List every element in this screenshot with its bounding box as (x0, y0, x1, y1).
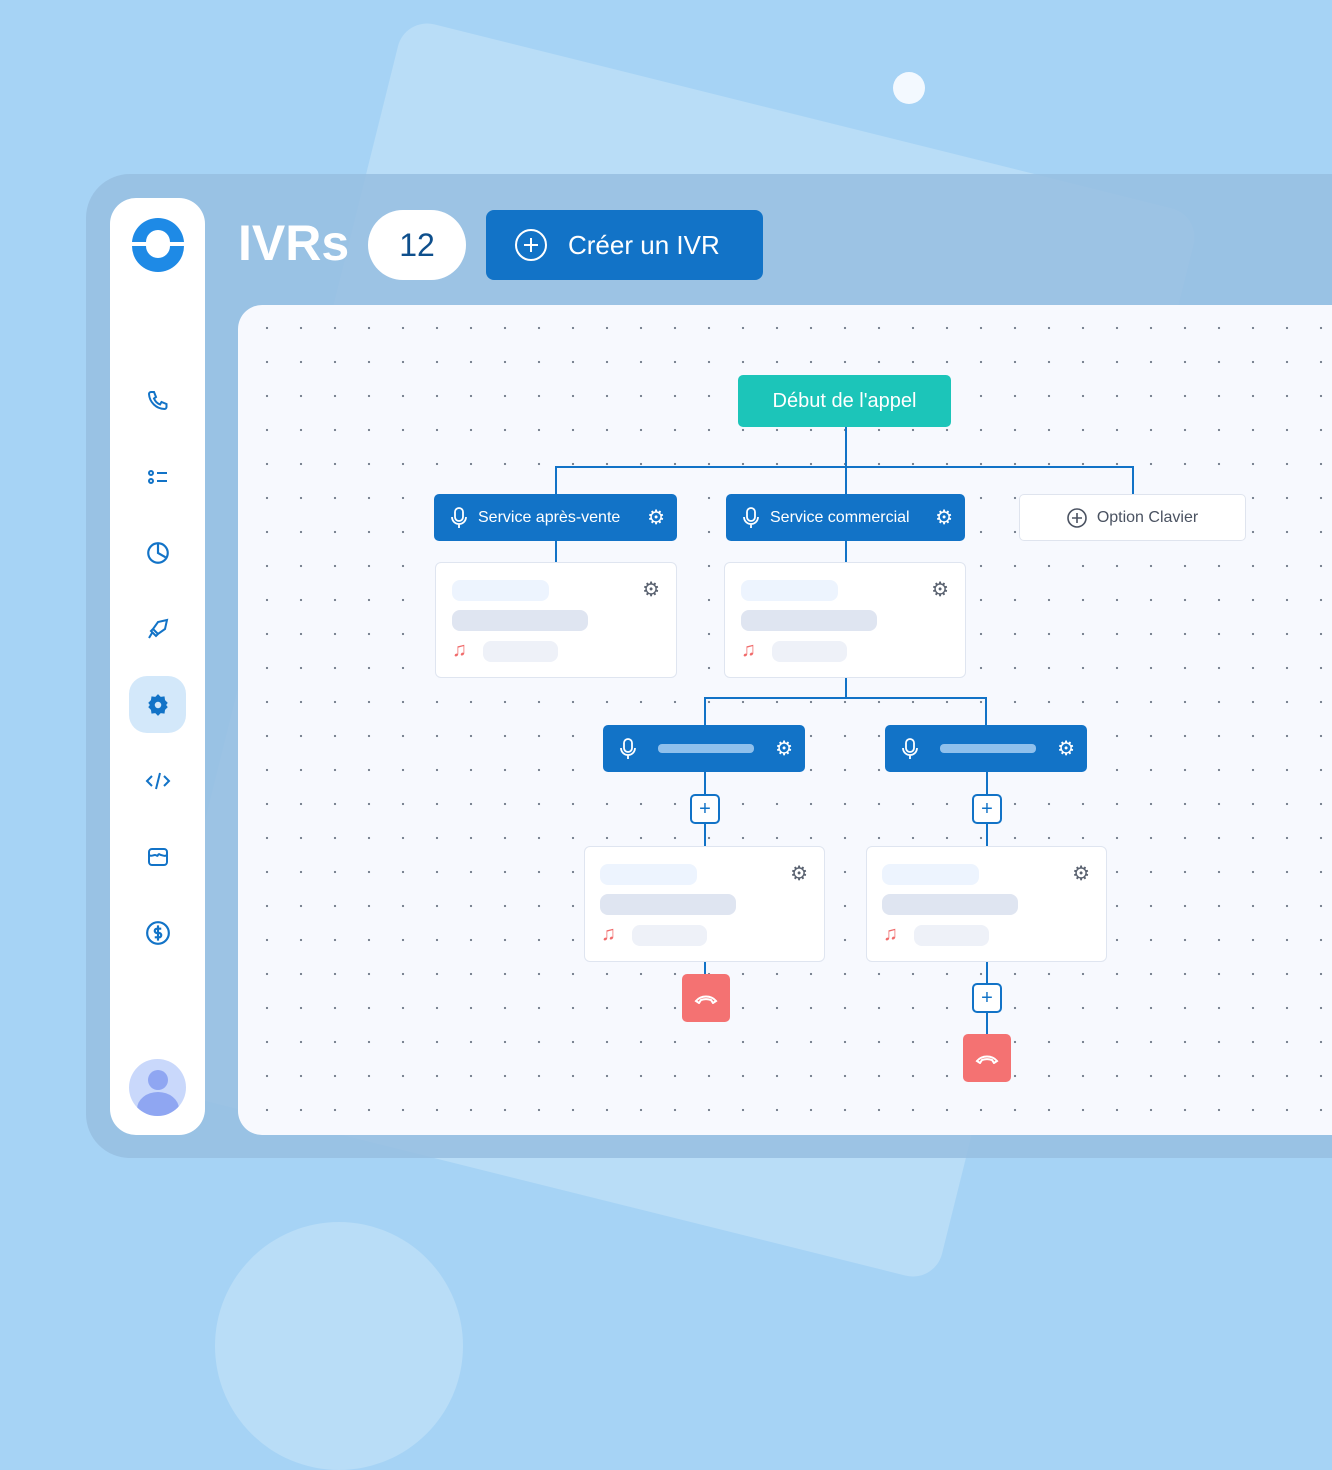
music-icon: ♫ (452, 639, 467, 661)
avatar[interactable] (129, 1059, 186, 1116)
code-icon (145, 772, 170, 789)
create-ivr-button[interactable]: Créer un IVR (486, 210, 763, 280)
option-label: Option Clavier (1096, 508, 1199, 526)
start-node[interactable]: Début de l'appel (738, 375, 951, 427)
sidebar-item-developer[interactable] (129, 752, 186, 809)
add-step-button[interactable]: + (972, 794, 1002, 824)
music-icon: ♫ (883, 923, 898, 945)
sidebar (110, 198, 205, 1135)
microphone-icon (902, 737, 918, 759)
message-card[interactable]: ♫ ⚙ (724, 562, 966, 678)
menu-node-after-sales[interactable]: Service après-vente ⚙ (434, 494, 677, 541)
gear-icon[interactable]: ⚙ (935, 507, 953, 529)
microphone-icon (743, 506, 759, 528)
node-label: Service commercial (770, 508, 910, 526)
create-ivr-label: Créer un IVR (568, 229, 720, 260)
gear-icon (147, 693, 168, 716)
dollar-icon (145, 920, 170, 945)
hangup-node[interactable] (963, 1034, 1011, 1082)
menu-node-sales[interactable]: Service commercial ⚙ (726, 494, 965, 541)
hangup-icon (694, 995, 718, 1004)
add-step-button[interactable]: + (972, 983, 1002, 1013)
message-card[interactable]: ♫ ⚙ (584, 846, 825, 962)
sidebar-item-billing[interactable] (129, 904, 186, 961)
gear-icon[interactable]: ⚙ (790, 863, 808, 885)
hangup-node[interactable] (682, 974, 730, 1022)
menu-node[interactable]: ⚙ (885, 725, 1087, 772)
add-keypad-option-button[interactable]: Option Clavier (1019, 494, 1246, 541)
gear-icon[interactable]: ⚙ (1072, 863, 1090, 885)
phone-icon (147, 390, 167, 410)
flow-connectors (555, 427, 1134, 1034)
gear-icon[interactable]: ⚙ (1057, 738, 1075, 760)
plus-circle-icon (1067, 507, 1087, 528)
music-icon: ♫ (601, 923, 616, 945)
add-step-button[interactable]: + (690, 794, 720, 824)
store-icon (147, 847, 168, 866)
hangup-icon (975, 1055, 999, 1064)
sidebar-item-store[interactable] (129, 828, 186, 885)
gear-icon[interactable]: ⚙ (647, 507, 665, 529)
menu-node[interactable]: ⚙ (603, 725, 805, 772)
gear-icon[interactable]: ⚙ (931, 579, 949, 601)
page-title: IVRs (238, 215, 350, 271)
clock-icon (146, 541, 169, 564)
placeholder-bar (940, 744, 1037, 753)
music-icon: ♫ (741, 639, 756, 661)
sidebar-item-list[interactable] (129, 448, 186, 505)
microphone-icon (451, 506, 467, 528)
message-card[interactable]: ♫ ⚙ (435, 562, 677, 678)
sidebar-item-stats[interactable] (129, 524, 186, 581)
plus-circle-icon (515, 229, 547, 261)
sidebar-item-integrations[interactable] (129, 600, 186, 657)
gear-icon[interactable]: ⚙ (775, 738, 793, 760)
background-circle (893, 72, 925, 104)
message-card[interactable]: ♫ ⚙ (866, 846, 1107, 962)
ivr-count-badge: 12 (368, 210, 466, 280)
sidebar-item-settings[interactable] (129, 676, 186, 733)
logo-icon (132, 217, 184, 272)
rocket-icon (147, 618, 168, 639)
placeholder-bar (658, 744, 755, 753)
list-icon (147, 469, 167, 484)
microphone-icon (620, 737, 636, 759)
node-label: Service après-vente (478, 508, 621, 526)
gear-icon[interactable]: ⚙ (642, 579, 660, 601)
flow-canvas (238, 305, 1332, 1135)
sidebar-item-calls[interactable] (129, 372, 186, 429)
